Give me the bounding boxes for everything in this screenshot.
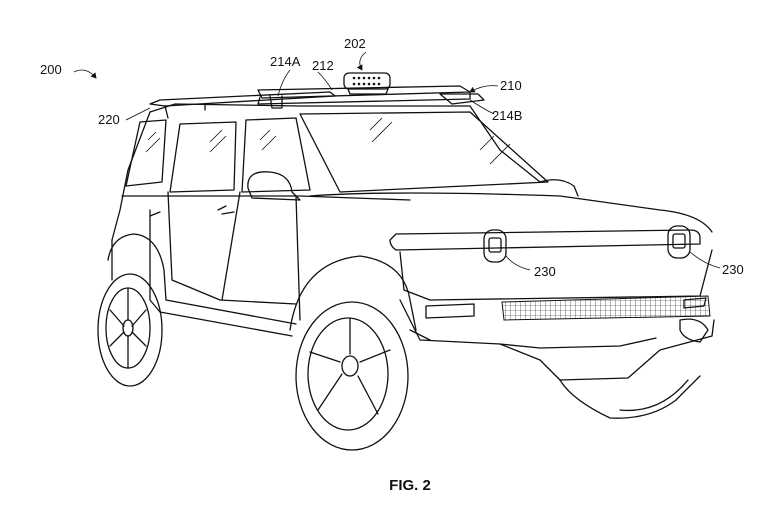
- rear-door-window: [170, 122, 236, 192]
- front-door-window: [242, 118, 310, 192]
- headlight-left: [484, 230, 506, 262]
- callout-212: 212: [312, 58, 334, 73]
- rear-wheel-arch: [108, 234, 166, 300]
- figure-caption: FIG. 2: [389, 477, 431, 494]
- rocker-panel: [160, 300, 296, 336]
- callout-230-left: 230: [534, 264, 556, 279]
- windshield: [300, 112, 548, 192]
- sensor-dots: [353, 77, 381, 86]
- callout-214b: 214B: [492, 108, 522, 123]
- leader-lines: [74, 52, 720, 270]
- rear-quarter-window: [126, 120, 166, 186]
- front-wheel: [290, 256, 416, 450]
- light-bar: [390, 230, 700, 250]
- callout-202: 202: [344, 36, 366, 51]
- rear-pillar: [112, 112, 150, 240]
- front-right-wheel: [560, 376, 700, 418]
- fog-light-left: [426, 304, 474, 318]
- crossbar: [258, 86, 470, 98]
- lower-grille: [502, 296, 710, 320]
- door-handles: [150, 212, 234, 216]
- rear-wheel-spokes: [110, 288, 146, 368]
- callout-210: 210: [500, 78, 522, 93]
- rear-wheel: [98, 234, 166, 386]
- vehicle-body: [112, 104, 714, 380]
- door-seam: [218, 192, 240, 300]
- roof-rack: [150, 73, 484, 118]
- callout-230-right: 230: [722, 262, 744, 277]
- roof-outline: [150, 104, 540, 182]
- rear-door: [168, 192, 296, 304]
- sensor-module: [344, 73, 390, 89]
- callout-220: 220: [98, 112, 120, 127]
- callout-200: 200: [40, 62, 62, 77]
- callout-214a: 214A: [270, 54, 301, 69]
